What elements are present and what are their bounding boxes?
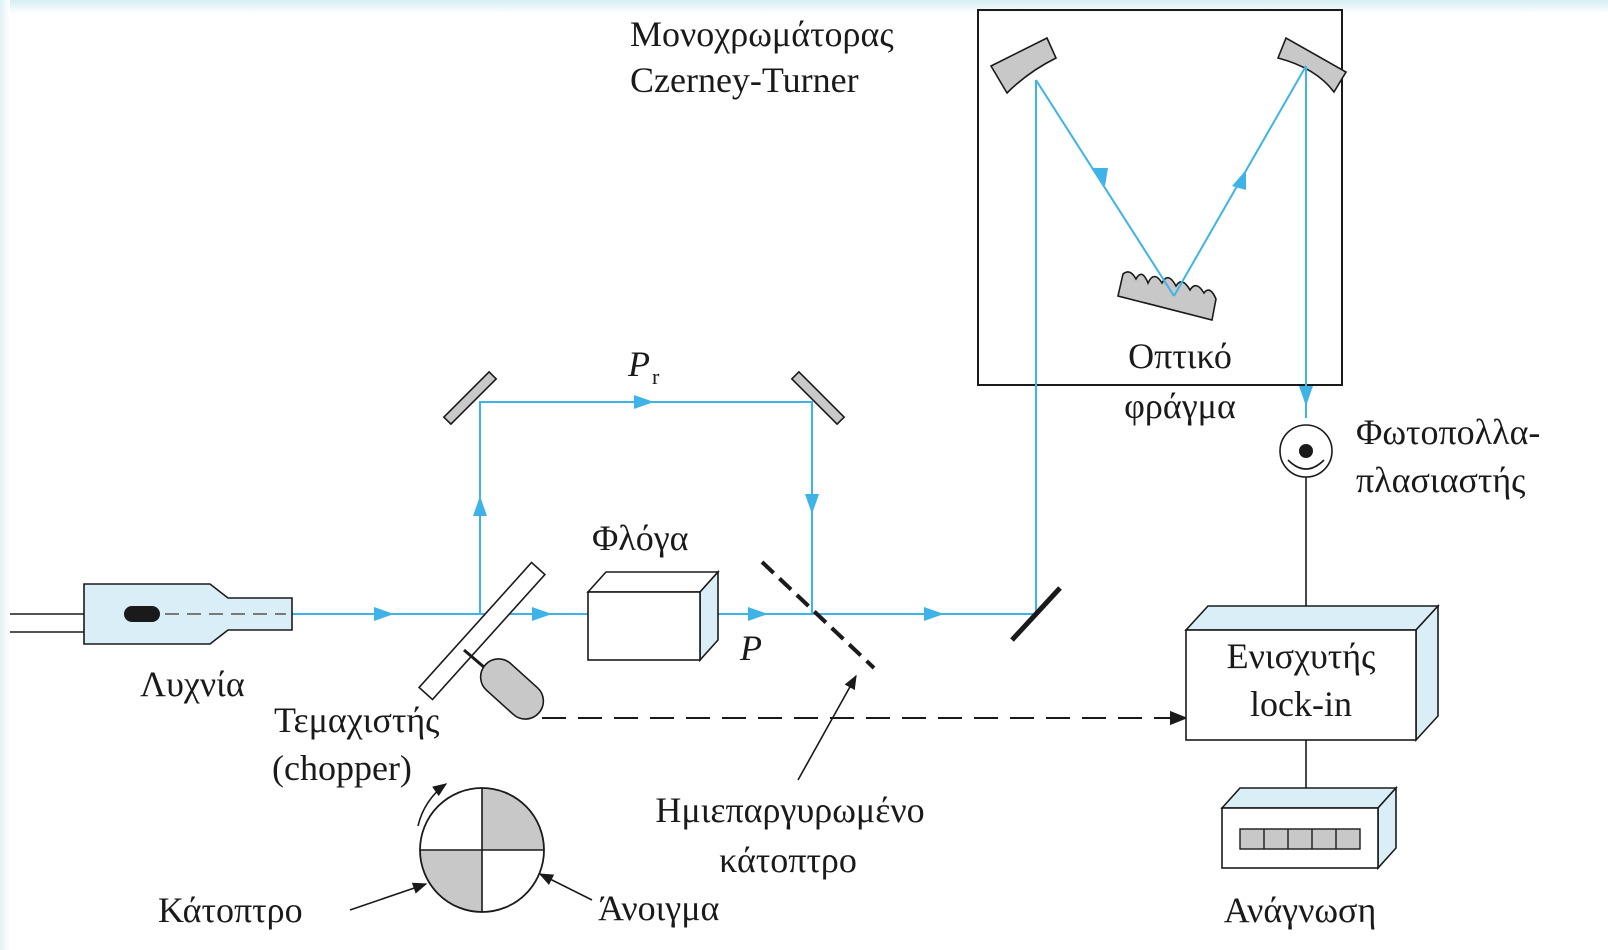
lockin-amplifier-icon [1184, 603, 1440, 743]
mirror-label: Κάτοπτρο [158, 890, 303, 930]
beam-arrow-7 [805, 494, 819, 514]
beam-arrow-10 [1299, 386, 1313, 406]
diffraction-grating [1117, 271, 1217, 321]
sample-power-label: P [740, 628, 762, 668]
beam-arrow-8 [1093, 168, 1108, 186]
lamp-label: Λυχνία [140, 664, 245, 704]
aperture-callout-arrow [538, 873, 593, 901]
beam-to-grating [1035, 79, 1175, 297]
reference-power-label: Pr [628, 344, 660, 389]
flame-cell-icon [586, 569, 720, 663]
reference-mirror-right [790, 370, 846, 426]
aperture-label: Άνοιγμα [598, 888, 720, 928]
lamp-icon [10, 583, 293, 645]
photomultiplier-label-line1: Φωτοπολλα- [1356, 412, 1541, 452]
left-border-tint [0, 0, 10, 950]
beam-arrow-9 [1232, 170, 1246, 190]
monochromator-label-line2: Czerney-Turner [630, 60, 859, 100]
half-silvered-mirror-label-line2: κάτοπτρο [719, 840, 857, 880]
chopper-disk-icon [417, 783, 545, 913]
lockin-label-line1: Ενισχυτής [1226, 636, 1376, 676]
beam-arrow-2 [532, 607, 552, 621]
monochromator-label-line1: Μονοχρωμάτορας [630, 14, 894, 54]
photomultiplier-label-line2: πλασιαστής [1356, 460, 1526, 500]
half-silvered-mirror [760, 560, 876, 670]
reference-mirror-left [442, 370, 498, 426]
beam-arrow-1 [374, 607, 394, 621]
lockin-label-line2: lock-in [1250, 684, 1352, 724]
beam-arrow-6 [634, 395, 654, 409]
readout-display-icon [1220, 785, 1398, 871]
monochromator-box [977, 9, 1343, 386]
photomultiplier-icon [1279, 424, 1333, 478]
beam-arrow-3 [748, 607, 768, 621]
grating-label-line1: Οπτικό [1128, 336, 1232, 376]
half-mirror-callout-arrow [797, 674, 857, 781]
beam-arrows [374, 168, 1313, 621]
chopper-label-line2: (chopper) [272, 748, 412, 788]
reference-power-symbol: P [628, 344, 650, 384]
chopper-icon [417, 561, 547, 720]
fold-mirror [1010, 586, 1062, 642]
flame-label: Φλόγα [592, 518, 689, 558]
half-silvered-mirror-label-line1: Ημιεπαργυρωμένο [655, 790, 925, 830]
beam-arrow-5 [473, 496, 487, 516]
reference-power-subscript: r [652, 364, 660, 389]
mirror-callout-arrow [349, 882, 428, 911]
chopper-label-line1: Τεμαχιστής [274, 700, 440, 740]
readout-label: Ανάγνωση [1223, 890, 1377, 930]
beam-arrow-4 [924, 607, 944, 621]
monochromator-left-mirror [989, 36, 1058, 95]
grating-label-line2: φράγμα [1124, 386, 1236, 426]
monochromator-right-mirror [1276, 36, 1348, 94]
